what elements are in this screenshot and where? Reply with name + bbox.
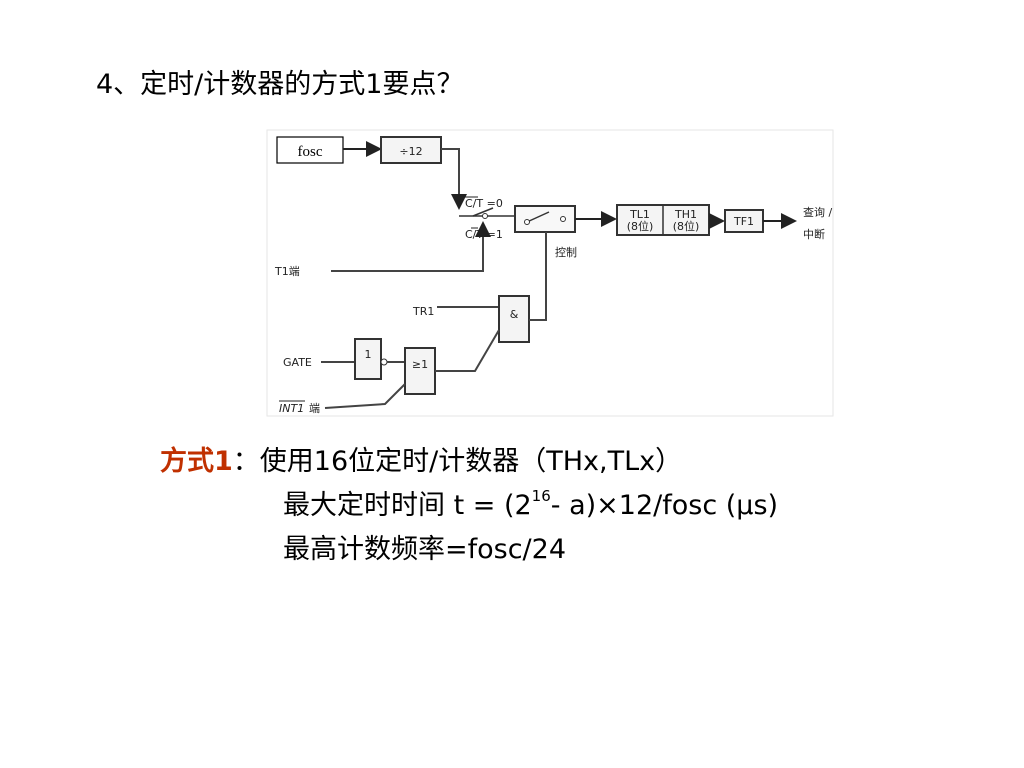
control-label: 控制 xyxy=(555,245,577,259)
or-gate xyxy=(404,347,436,395)
th1-bits: (8位) xyxy=(673,219,700,233)
th1-label: TH1 xyxy=(674,208,697,221)
timer-mode1-diagram: fosc ÷12 C/T =0 C/T =1 T1端 控制 TL1 (8位) T… xyxy=(266,129,834,417)
mode-usage: 使用16位定时/计数器（THx,TLx） xyxy=(259,446,683,477)
t1-pin-line xyxy=(331,221,491,272)
control-switch-contact xyxy=(560,216,566,222)
ct0-label: C/T =0 xyxy=(465,197,503,210)
or-gate-label: ≥1 xyxy=(412,358,428,371)
slide-title: 4、定时/计数器的方式1要点？ xyxy=(96,69,464,100)
or-output-line xyxy=(435,329,500,372)
ct-switch-blade xyxy=(472,207,494,217)
mode-description: 方式1：使用16位定时/计数器（THx,TLx） 最大定时时间 t = (216… xyxy=(160,440,778,572)
output-line2: 中断 xyxy=(803,227,825,241)
fosc-label: fosc xyxy=(298,144,323,160)
control-switch-blade xyxy=(526,211,550,223)
divider-label: ÷12 xyxy=(399,145,422,158)
max-time-post: - a)×12/fosc (μs) xyxy=(550,490,779,521)
int1-label: INT1 xyxy=(279,402,304,415)
max-time-exponent: 16 xyxy=(531,487,551,505)
tl1-label: TL1 xyxy=(629,208,650,221)
and-gate-label: & xyxy=(510,308,519,321)
output-line1: 查询 / xyxy=(803,205,832,219)
int1-line xyxy=(324,383,406,409)
ct-switch-contact xyxy=(482,213,488,219)
mode-line-3: 最高计数频率=fosc/24 xyxy=(160,528,778,572)
t1-pin-label: T1端 xyxy=(274,265,300,278)
max-frequency: 最高计数频率=fosc/24 xyxy=(283,534,567,565)
fosc-box xyxy=(276,136,344,164)
mode-colon: ： xyxy=(232,446,260,477)
not-gate-bubble xyxy=(380,358,388,366)
tf1-label: TF1 xyxy=(733,215,754,228)
divider-output-line xyxy=(441,148,467,210)
mode-label: 方式1 xyxy=(160,446,233,477)
int1-suffix: 端 xyxy=(309,402,320,415)
mode-line-2: 最大定时时间 t = (216- a)×12/fosc (μs) xyxy=(160,484,778,528)
diagram-frame xyxy=(266,129,834,417)
mode-line-1: 方式1：使用16位定时/计数器（THx,TLx） xyxy=(160,440,778,484)
and-gate xyxy=(498,295,530,343)
max-time-pre: 最大定时时间 t = (2 xyxy=(283,490,532,521)
not-gate xyxy=(354,338,382,380)
tl1-bits: (8位) xyxy=(627,219,654,233)
and-output-line xyxy=(529,258,547,321)
gate-label: GATE xyxy=(283,356,312,369)
not-gate-label: 1 xyxy=(365,348,372,361)
control-switch-pivot xyxy=(524,219,530,225)
tr1-label: TR1 xyxy=(412,305,434,318)
